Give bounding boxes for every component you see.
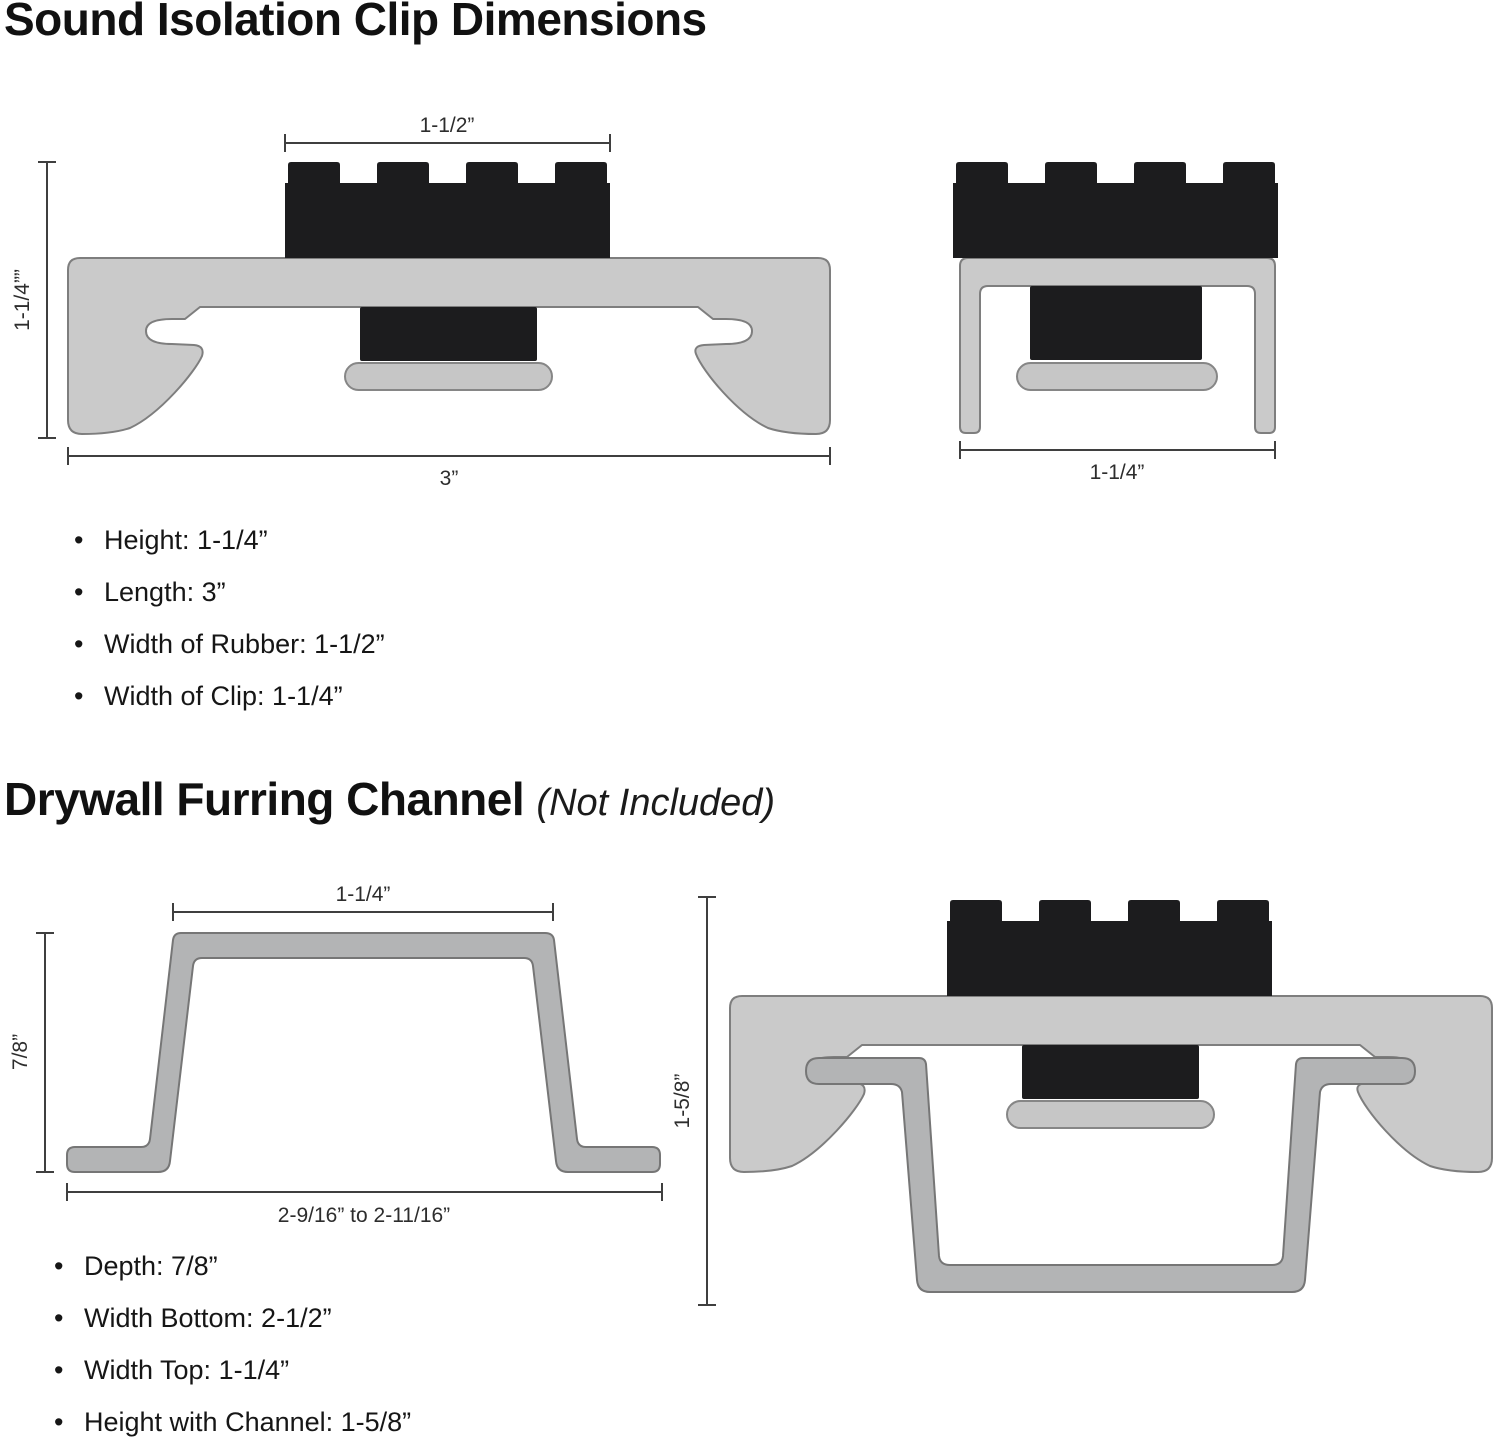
channel-spec-width-top: Width Top: 1-1/4”	[52, 1354, 411, 1386]
channel-title-note: (Not Included)	[536, 782, 776, 824]
dim-clip-length-label: 3”	[440, 467, 459, 490]
dim-clip-width-label: 1-1/4”	[1090, 461, 1145, 484]
clip-side-view-diagram: 1-1/4”	[953, 162, 1278, 484]
channel-spec-height: Height with Channel: 1-5/8”	[52, 1406, 411, 1438]
channel-specs-list: Depth: 7/8” Width Bottom: 2-1/2” Width T…	[52, 1250, 411, 1439]
isolator-block-side	[1030, 286, 1202, 360]
channel-section-title: Drywall Furring Channel (Not Included)	[4, 772, 775, 826]
clip-spec-rubber-width: Width of Rubber: 1-1/2”	[72, 628, 385, 660]
clip-with-channel-diagram: 1-5/8”	[671, 896, 1493, 1306]
dim-channel-depth-lines	[36, 932, 54, 1173]
dim-channel-bottom-label: 2-9/16” to 2-11/16”	[278, 1204, 450, 1227]
clip-spec-height: Height: 1-1/4”	[72, 524, 385, 556]
furring-channel-diagram: 1-1/4” 7/8” 2-9/16” to 2-11/16”	[9, 883, 663, 1227]
dim-channel-top-label: 1-1/4”	[336, 883, 391, 906]
dim-rubber-width-lines	[284, 134, 611, 152]
channel-spec-width-bottom: Width Bottom: 2-1/2”	[52, 1302, 411, 1334]
clip-side-bracket	[959, 257, 1276, 434]
assembly-isolator-block	[1006, 1044, 1215, 1129]
clip-spec-clip-width: Width of Clip: 1-1/4”	[72, 680, 385, 712]
dim-clip-height-label: 1-1/4””	[11, 269, 34, 331]
dim-channel-bottom-lines	[66, 1183, 663, 1201]
channel-title-text: Drywall Furring Channel	[4, 773, 525, 825]
furring-channel-profile	[66, 932, 661, 1173]
assembly-channel-profile	[805, 1057, 1416, 1293]
dim-assembly-height-label: 1-5/8”	[671, 1074, 694, 1129]
dim-channel-depth-label: 7/8”	[9, 1034, 32, 1070]
dim-clip-height-lines	[38, 161, 56, 439]
dim-clip-width-lines	[959, 441, 1276, 459]
dim-assembly-height-lines	[698, 896, 716, 1306]
isolator-block-front	[344, 306, 553, 391]
dim-clip-length-lines	[67, 447, 831, 465]
assembly-rubber-pad	[947, 900, 1272, 996]
clip-specs-list: Height: 1-1/4” Length: 3” Width of Rubbe…	[72, 524, 385, 732]
clip-front-view-diagram: 1-1/2” 1-1/4”” 3”	[11, 114, 831, 490]
dim-rubber-width-label: 1-1/2”	[420, 114, 475, 137]
isolator-washer-side	[1016, 362, 1218, 391]
rubber-pad-front	[285, 162, 610, 258]
clip-spec-length: Length: 3”	[72, 576, 385, 608]
channel-spec-depth: Depth: 7/8”	[52, 1250, 411, 1282]
rubber-pad-side	[953, 162, 1278, 258]
page-title: Sound Isolation Clip Dimensions	[4, 0, 707, 45]
dim-channel-top-lines	[172, 903, 554, 921]
